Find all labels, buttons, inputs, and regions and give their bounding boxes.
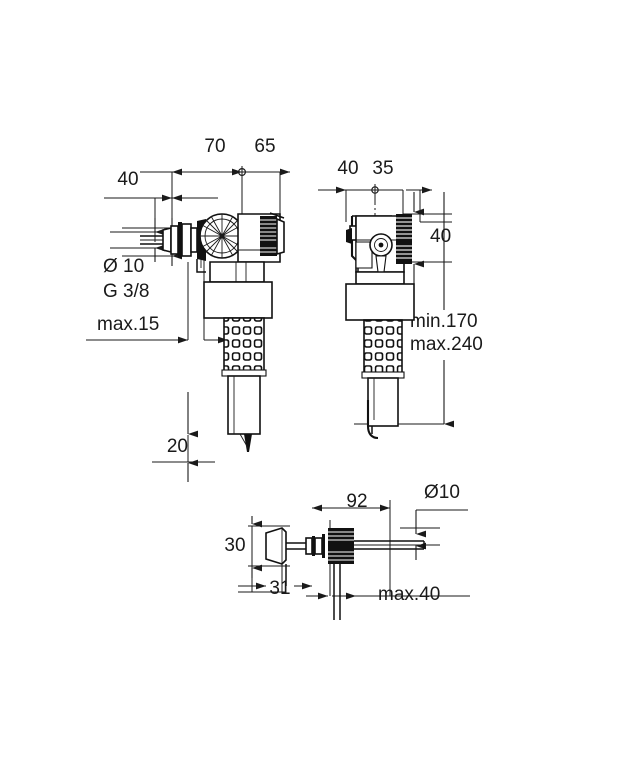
front-view-extension-lines xyxy=(86,172,281,463)
dim-30-group: 30 xyxy=(224,516,290,578)
dim-d10-label: Ø 10 xyxy=(103,256,144,277)
dim-20-label: 20 xyxy=(167,436,188,457)
dim-70-65-group: 70 65 xyxy=(140,136,290,178)
dial-spokes xyxy=(200,214,244,258)
dim-40-side-label: 40 xyxy=(337,158,358,179)
dim-92-group: 92 xyxy=(312,491,390,512)
detail-view: 92 Ø10 30 31 max.40 xyxy=(224,482,470,620)
side-knob-ribs xyxy=(396,217,412,259)
dim-30-label: 30 xyxy=(224,535,245,556)
dim-40-left-label: 40 xyxy=(117,169,138,190)
dim-min170-label: min.170 xyxy=(410,311,478,332)
dim-35-side-label: 35 xyxy=(372,158,393,179)
dim-40-height-label: 40 xyxy=(430,226,451,247)
float-cage xyxy=(223,317,265,373)
side-view-valve-body xyxy=(345,214,415,440)
detail-body-ribs xyxy=(328,531,354,561)
dim-40-height-group: 40 xyxy=(413,192,451,284)
dim-max15-label: max.15 xyxy=(97,314,159,335)
dim-max40-label: max.40 xyxy=(378,584,440,605)
detail-view-parts xyxy=(265,527,425,620)
dim-40-left-group: 40 xyxy=(104,169,218,202)
dim-70-label: 70 xyxy=(204,136,225,157)
dim-d10-detail-group: Ø10 xyxy=(415,482,468,560)
side-float-cage xyxy=(363,319,403,375)
side-view: 40 35 40 min.170 max.240 xyxy=(318,158,483,440)
dim-31-label: 31 xyxy=(269,578,290,599)
dim-g38-label: G 3/8 xyxy=(103,281,149,302)
dim-max240-label: max.240 xyxy=(410,334,483,355)
knob-ribs xyxy=(260,219,277,253)
dim-20-group: 20 xyxy=(167,392,198,482)
dim-40-35-group: 40 35 xyxy=(318,158,432,196)
dim-max40-group: max.40 xyxy=(306,584,440,605)
dim-min-max-group: min.170 max.240 xyxy=(354,192,483,428)
front-view-valve-body xyxy=(140,212,285,452)
front-view: 70 65 40 Ø 10 G 3/8 max.15 20 xyxy=(86,136,290,482)
dim-d10-detail-label: Ø10 xyxy=(424,482,460,503)
dim-65-label: 65 xyxy=(254,136,275,157)
dim-92-label: 92 xyxy=(346,491,367,512)
